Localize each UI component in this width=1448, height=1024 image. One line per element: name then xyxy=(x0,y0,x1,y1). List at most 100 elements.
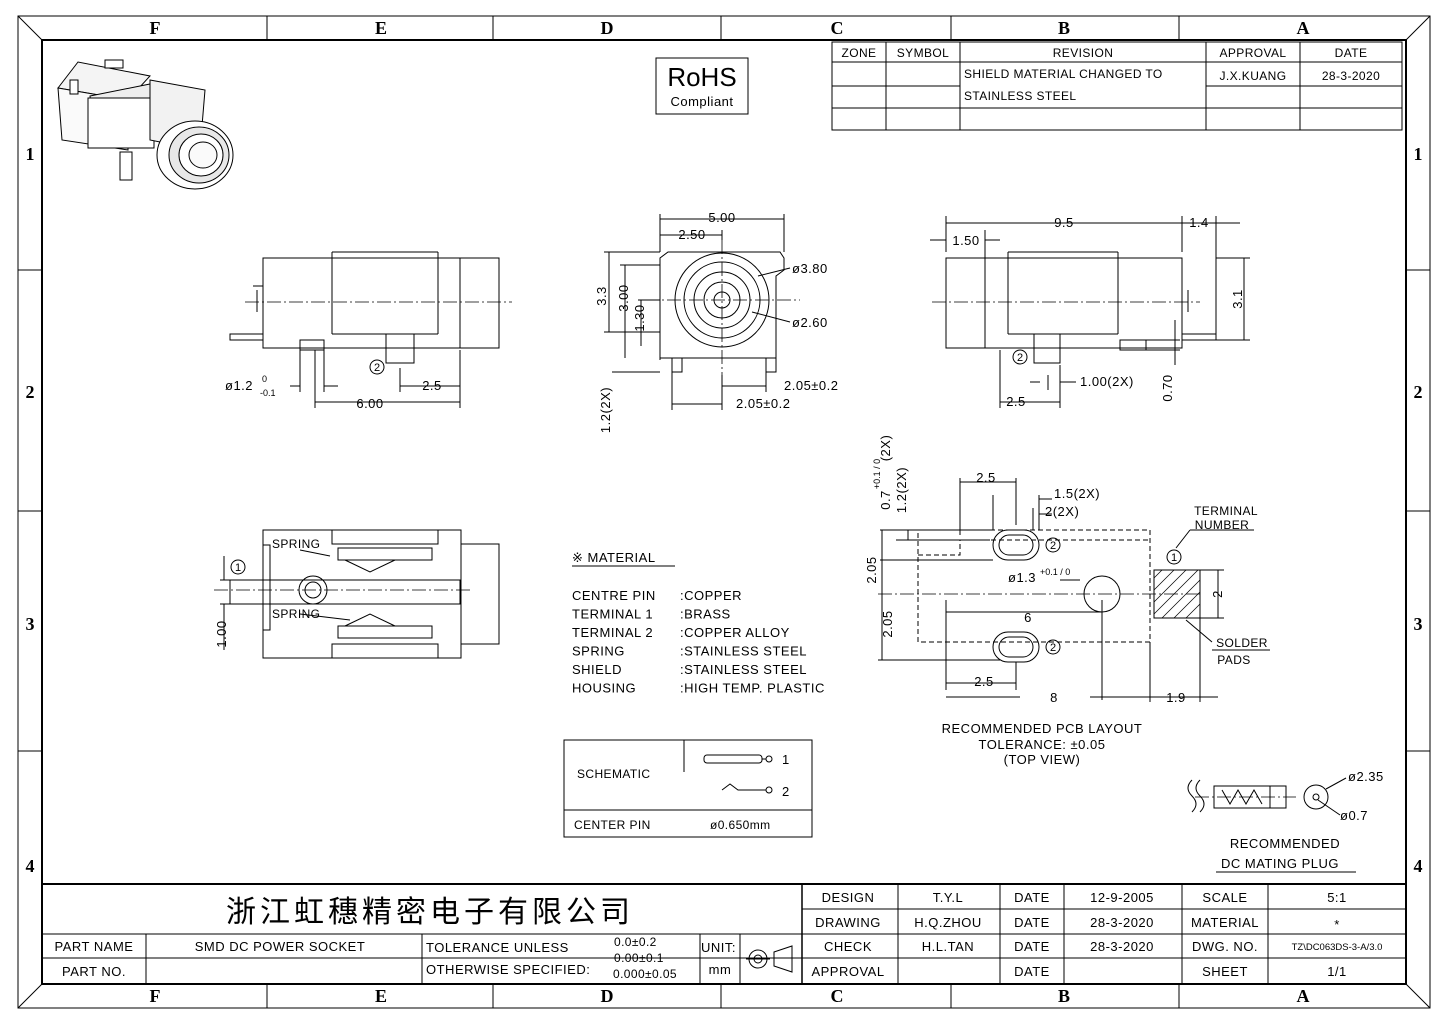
pcb-dim-v1: 0.7 xyxy=(878,490,893,510)
revision-table: ZONE SYMBOL REVISION APPROVAL DATE SHIEL… xyxy=(831,41,1403,131)
drawing-label: DRAWING xyxy=(815,915,881,930)
projection-symbol-icon xyxy=(746,945,793,973)
design-date: 12-9-2005 xyxy=(1090,890,1154,905)
dim-front-half: 2.50 xyxy=(678,227,705,242)
pcb-dim-f: 6 xyxy=(1024,610,1032,625)
design-value: T.Y.L xyxy=(933,890,963,905)
zone-col-b-bottom: B xyxy=(1058,986,1070,1006)
pcb-callout-1: 1 xyxy=(1171,552,1177,564)
company-name: 浙江虹穗精密电子有限公司 xyxy=(226,895,634,930)
rohs-title: RoHS xyxy=(667,62,736,92)
front-view: 5.00 2.50 ø3.80 ø2.60 3.3 3.00 1.30 1.2(… xyxy=(594,210,838,433)
dim-left-pin-dia: ø1.2 xyxy=(225,378,253,393)
zone-row-3-right: 3 xyxy=(1414,614,1423,634)
pcb-dim-hole-tol: +0.1 / 0 xyxy=(1040,567,1070,577)
pcb-dim-a: 2.5 xyxy=(976,470,996,485)
zone-col-f-bottom: F xyxy=(150,986,161,1006)
revision-header-zone: ZONE xyxy=(842,46,877,60)
material-part: HOUSING xyxy=(572,681,636,696)
material-part: CENTRE PIN xyxy=(572,588,656,603)
sheet-label: SHEET xyxy=(1202,964,1248,979)
dim-front-dia-inner: ø2.60 xyxy=(792,315,828,330)
pcb-dim-h: 8 xyxy=(1050,690,1058,705)
pcb-dim-d: 2.05 xyxy=(864,556,879,583)
revision-text-line1: SHIELD MATERIAL CHANGED TO xyxy=(964,67,1163,81)
unit-value: mm xyxy=(709,962,732,977)
dim-right-end: 1.4 xyxy=(1189,215,1209,230)
zone-row-2-left: 2 xyxy=(26,382,35,402)
part-name-label: PART NAME xyxy=(55,939,134,954)
pcb-caption-2: TOLERANCE: ±0.05 xyxy=(979,737,1106,752)
part-name-value: SMD DC POWER SOCKET xyxy=(195,939,366,954)
dim-right-offset2: 0.70 xyxy=(1160,374,1175,401)
date-label-2: DATE xyxy=(1014,915,1050,930)
callout-bottom-terminal: 1 xyxy=(235,562,241,574)
zone-row-3-left: 3 xyxy=(26,614,35,634)
drawing-frame: F E D C B A F E D C B A 1 2 3 4 1 2 3 4 xyxy=(17,15,1431,1009)
date-label-3: DATE xyxy=(1014,939,1050,954)
bottom-spring-label-2: SPRING xyxy=(272,607,320,621)
pcb-dim-hole: ø1.3 xyxy=(1008,570,1036,585)
material-part: TERMINAL 2 xyxy=(572,625,653,640)
dim-front-p2: 2.05±0.2 xyxy=(736,396,791,411)
terminal-number-label-2: NUMBER xyxy=(1195,518,1249,532)
rohs-badge: RoHS Compliant xyxy=(655,57,749,115)
material-label: MATERIAL xyxy=(1191,915,1259,930)
dim-right-height: 3.1 xyxy=(1230,289,1245,309)
dim-left-pin-tol-bot: -0.1 xyxy=(260,388,276,398)
dim-left-width: 6.00 xyxy=(356,396,383,411)
material-value: :STAINLESS STEEL xyxy=(680,662,807,677)
revision-text-line2: STAINLESS STEEL xyxy=(964,89,1076,103)
material-value: :COPPER ALLOY xyxy=(680,625,790,640)
pcb-dim-i: 1.9 xyxy=(1166,690,1186,705)
dim-front-h2: 3.00 xyxy=(616,284,631,311)
center-pin-label: CENTER PIN xyxy=(574,818,651,832)
tolerance-value-3: 0.000±0.05 xyxy=(613,967,677,981)
material-value: * xyxy=(1334,917,1340,932)
tolerance-value-2: 0.00±0.1 xyxy=(614,951,664,965)
plug-dia-inner: ø0.7 xyxy=(1340,808,1368,823)
material-part: SHIELD xyxy=(572,662,622,677)
schematic-box: SCHEMATIC 1 2 CENTER PIN ø0.650mm xyxy=(563,739,813,838)
bottom-view: SPRING SPRING 1.00 1 xyxy=(214,529,500,659)
side-view-right: 9.5 1.4 1.50 3.1 2.5 1.00(2X) 0.70 2 xyxy=(930,215,1250,409)
pcb-layout: 2.5 1.5(2X) 2(2X) 0.7 +0.1 / 0 (2X) 1.2(… xyxy=(864,435,1270,767)
rohs-subtitle: Compliant xyxy=(670,94,733,109)
callout-right-terminal: 2 xyxy=(1017,352,1023,364)
unit-label: UNIT: xyxy=(701,940,736,955)
check-label: CHECK xyxy=(824,939,872,954)
sheet-value: 1/1 xyxy=(1327,964,1347,979)
center-pin-value: ø0.650mm xyxy=(710,818,771,832)
plug-dia-outer: ø2.35 xyxy=(1348,769,1384,784)
schematic-pin2: 2 xyxy=(782,784,790,799)
plug-caption-1: RECOMMENDED xyxy=(1230,836,1340,851)
tolerance-value-1: 0.0±0.2 xyxy=(614,935,657,949)
title-block: 浙江虹穗精密电子有限公司 PART NAME SMD DC POWER SOCK… xyxy=(42,883,1406,984)
dim-right-offset: 1.50 xyxy=(952,233,979,248)
terminal-number-label-1: TERMINAL xyxy=(1194,504,1258,518)
zone-row-4-right: 4 xyxy=(1414,856,1423,876)
design-label: DESIGN xyxy=(822,890,875,905)
approval-label: APPROVAL xyxy=(811,964,884,979)
revision-header-symbol: SYMBOL xyxy=(897,46,949,60)
dim-front-h3: 1.30 xyxy=(632,304,647,331)
zone-col-d-top: D xyxy=(601,18,614,38)
pcb-callout-2a: 2 xyxy=(1050,540,1056,552)
check-value: H.L.TAN xyxy=(922,939,974,954)
material-part: TERMINAL 1 xyxy=(572,607,653,622)
dim-front-dia-outer: ø3.80 xyxy=(792,261,828,276)
schematic-label: SCHEMATIC xyxy=(577,767,650,781)
tolerance-line1: TOLERANCE UNLESS xyxy=(426,940,569,955)
revision-approval: J.X.KUANG xyxy=(1220,69,1287,83)
scale-value: 5:1 xyxy=(1327,890,1347,905)
zone-col-c-top: C xyxy=(831,18,844,38)
schematic-pin1: 1 xyxy=(782,752,790,767)
dim-left-pin-tol-top: 0 xyxy=(262,374,267,384)
pcb-caption-3: (TOP VIEW) xyxy=(1004,752,1081,767)
check-date: 28-3-2020 xyxy=(1090,939,1154,954)
solder-pads-label-1: SOLDER xyxy=(1216,636,1268,650)
pcb-dim-c: 2(2X) xyxy=(1045,504,1079,519)
pcb-dim-v1-count: (2X) xyxy=(878,435,893,462)
